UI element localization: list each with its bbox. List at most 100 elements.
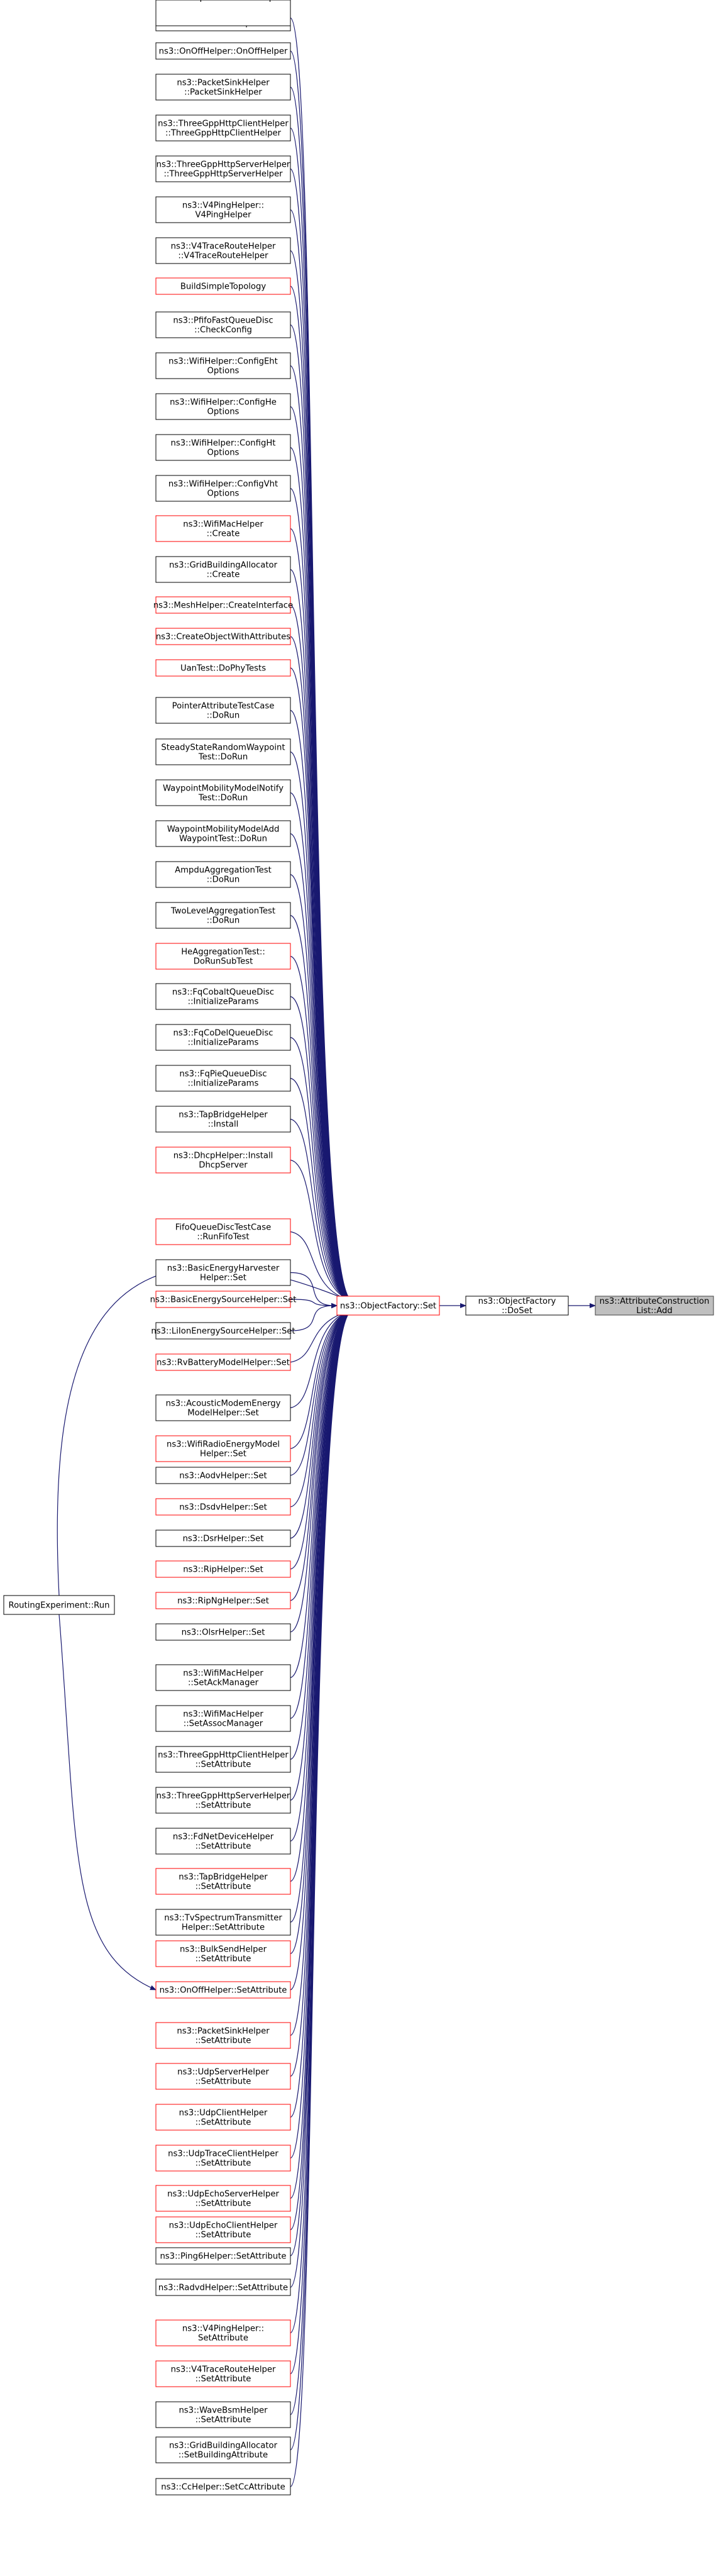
- caller-node[interactable]: ns3::CreateObjectWithAttributes: [155, 628, 291, 645]
- caller-node[interactable]: ns3::FqCoDelQueueDisc::InitializeParams: [155, 1024, 291, 1051]
- caller-node[interactable]: ns3::PacketSinkHelper::SetAttribute: [155, 2022, 291, 2049]
- caller-node[interactable]: ns3::OnOffHelper::OnOffHelper: [155, 42, 291, 60]
- node-label-line: ns3::AttributeConstruction: [600, 1297, 710, 1306]
- caller-node[interactable]: ns3::WifiMacHelper::SetAckManager: [155, 1664, 291, 1691]
- caller-node[interactable]: ns3::UdpEchoServerHelper::SetAttribute: [155, 2185, 291, 2212]
- object-factory-set-node[interactable]: ns3::ObjectFactory::Set: [336, 1296, 440, 1316]
- caller-node[interactable]: ns3::WaveBsmHelper::SetAttribute: [155, 2401, 291, 2428]
- caller-node[interactable]: ns3::ThreeGppHttpClientHelper::SetAttrib…: [155, 1746, 291, 1773]
- node-label-line: ns3::WifiHelper::ConfigHt: [171, 439, 276, 448]
- node-label-line: ns3::AcousticModemEnergy: [166, 1399, 281, 1409]
- caller-node[interactable]: ns3::RvBatteryModelHelper::Set: [155, 1353, 291, 1371]
- node-label-line: HeAggregationTest::: [181, 948, 265, 957]
- caller-node[interactable]: ns3::TapBridgeHelper::SetAttribute: [155, 1868, 291, 1895]
- node-label-line: ::SetAttribute: [196, 2199, 251, 2209]
- node-label-line: ::SetAttribute: [196, 2036, 251, 2046]
- node-box: [155, 1218, 291, 1245]
- caller-node[interactable]: HeAggregationTest::DoRunSubTest: [155, 943, 291, 970]
- caller-node[interactable]: ns3::WifiMacHelper::Create: [155, 515, 291, 542]
- caller-node[interactable]: ns3::RipHelper::Set: [155, 1560, 291, 1578]
- caller-node[interactable]: ns3::CcHelper::SetCcAttribute: [155, 2478, 291, 2496]
- caller-node[interactable]: ns3::LiIonEnergySourceHelper::Set: [151, 1322, 295, 1340]
- node-label-line: WaypointMobilityModelNotify: [163, 784, 284, 794]
- node-label-line: ::ThreeGppHttpServerHelper: [163, 170, 283, 179]
- caller-node[interactable]: ns3::ThreeGppHttpServerHelper::ThreeGppH…: [155, 155, 291, 182]
- caller-node[interactable]: ns3::FdNetDeviceHelper::SetAttribute: [155, 1828, 291, 1855]
- caller-node[interactable]: ns3::V4TraceRouteHelper::V4TraceRouteHel…: [155, 237, 291, 264]
- caller-node[interactable]: ns3::OnOffHelper::SetAttribute: [155, 1981, 291, 1999]
- caller-node[interactable]: ns3::FqCobaltQueueDisc::InitializeParams: [155, 983, 291, 1010]
- node-label-line: ::PacketSinkHelper: [184, 88, 262, 97]
- caller-node[interactable]: ns3::PfifoFastQueueDisc::CheckConfig: [155, 311, 291, 338]
- caller-node[interactable]: ns3::RipNgHelper::Set: [155, 1592, 291, 1609]
- caller-node[interactable]: ns3::BulkSendHelper::SetAttribute: [155, 1940, 291, 1967]
- caller-node[interactable]: ns3::ThreeGppHttpServerHelper::SetAttrib…: [155, 1787, 291, 1814]
- caller-node[interactable]: ns3::RadvdHelper::SetAttribute: [155, 2279, 291, 2296]
- node-box: [3, 1595, 115, 1615]
- call-edge: [290, 1309, 353, 1450]
- node-box: [155, 596, 291, 614]
- caller-node[interactable]: ns3::SimpleNetDeviceHelper::SetChannel: [155, 0, 291, 26]
- caller-node[interactable]: ns3::Ping6Helper::SetAttribute: [155, 2247, 291, 2265]
- caller-node[interactable]: ns3::WifiMacHelper::SetAssocManager: [155, 1705, 291, 1732]
- call-edge: [290, 1309, 353, 2159]
- node-label-line: ns3::WifiHelper::ConfigEht: [168, 357, 278, 367]
- caller-node[interactable]: ns3::V4PingHelper::V4PingHelper: [155, 196, 291, 223]
- caller-node[interactable]: FifoQueueDiscTestCase::RunFifoTest: [155, 1218, 291, 1245]
- caller-node[interactable]: TwoLevelAggregationTest::DoRun: [155, 902, 291, 929]
- node-box: [155, 779, 291, 806]
- caller-node[interactable]: ns3::PacketSinkHelper::PacketSinkHelper: [155, 74, 291, 101]
- caller-node[interactable]: ns3::V4TraceRouteHelper::SetAttribute: [155, 2360, 291, 2387]
- caller-node[interactable]: ns3::FqPieQueueDisc::InitializeParams: [155, 1065, 291, 1092]
- caller-node[interactable]: ns3::DsrHelper::Set: [155, 1530, 291, 1547]
- node-label-line: ns3::ThreeGppHttpClientHelper: [158, 119, 289, 129]
- node-label-line: ::CheckConfig: [194, 326, 252, 335]
- node-label-line: ns3::ThreeGppHttpServerHelper: [157, 1792, 290, 1801]
- caller-node[interactable]: ns3::MeshHelper::CreateInterface: [153, 596, 293, 614]
- node-label-line: ns3::WifiMacHelper: [183, 1710, 263, 1719]
- caller-node[interactable]: ns3::UdpEchoClientHelper::SetAttribute: [155, 2216, 291, 2243]
- node-label-line: ns3::DsrHelper::Set: [183, 1535, 264, 1544]
- caller-node[interactable]: WaypointMobilityModelAddWaypointTest::Do…: [155, 820, 291, 847]
- caller-node[interactable]: ns3::TapBridgeHelper::Install: [155, 1106, 291, 1133]
- routing-experiment-run-node[interactable]: RoutingExperiment::Run: [3, 1595, 115, 1615]
- node-label-line: ns3::FdNetDeviceHelper: [173, 1833, 274, 1842]
- caller-node[interactable]: ns3::UdpTraceClientHelper::SetAttribute: [155, 2145, 291, 2172]
- node-label-line: ::SetAttribute: [196, 2416, 251, 2425]
- caller-node[interactable]: ns3::OlsrHelper::Set: [155, 1623, 291, 1641]
- caller-node[interactable]: ns3::GridBuildingAllocator::Create: [155, 556, 291, 583]
- caller-node[interactable]: ns3::TvSpectrumTransmitterHelper::SetAtt…: [155, 1909, 291, 1936]
- caller-node[interactable]: UanTest::DoPhyTests: [155, 659, 291, 677]
- caller-node[interactable]: ns3::AodvHelper::Set: [155, 1467, 291, 1484]
- caller-node[interactable]: ns3::BasicEnergySourceHelper::Set: [150, 1291, 297, 1308]
- node-label-line: PointerAttributeTestCase: [172, 702, 275, 711]
- caller-node[interactable]: ns3::V4PingHelper::SetAttribute: [155, 2319, 291, 2346]
- caller-node[interactable]: ns3::GridBuildingAllocator::SetBuildingA…: [155, 2436, 291, 2463]
- call-edge: [290, 1272, 338, 1309]
- call-edge: [290, 1302, 338, 1331]
- caller-node[interactable]: BuildSimpleTopology: [155, 277, 291, 295]
- call-edge: [290, 709, 353, 1302]
- caller-node[interactable]: AmpduAggregationTest::DoRun: [155, 861, 291, 888]
- object-factory-doset-node[interactable]: ns3::ObjectFactory::DoSet: [465, 1296, 569, 1316]
- node-label-line: Options: [207, 408, 240, 417]
- node-label-line: ns3::FqCoDelQueueDisc: [173, 1029, 273, 1038]
- caller-node[interactable]: ns3::ThreeGppHttpClientHelper::ThreeGppH…: [155, 114, 291, 142]
- node-box: [155, 2319, 291, 2346]
- caller-node[interactable]: ns3::DsdvHelper::Set: [155, 1498, 291, 1516]
- caller-node[interactable]: PointerAttributeTestCase::DoRun: [155, 697, 291, 724]
- node-box: [155, 1467, 291, 1484]
- caller-node[interactable]: ns3::UdpClientHelper::SetAttribute: [155, 2104, 291, 2131]
- node-label-line: ::V4TraceRouteHelper: [178, 252, 268, 261]
- caller-node[interactable]: ns3::UdpServerHelper::SetAttribute: [155, 2063, 291, 2090]
